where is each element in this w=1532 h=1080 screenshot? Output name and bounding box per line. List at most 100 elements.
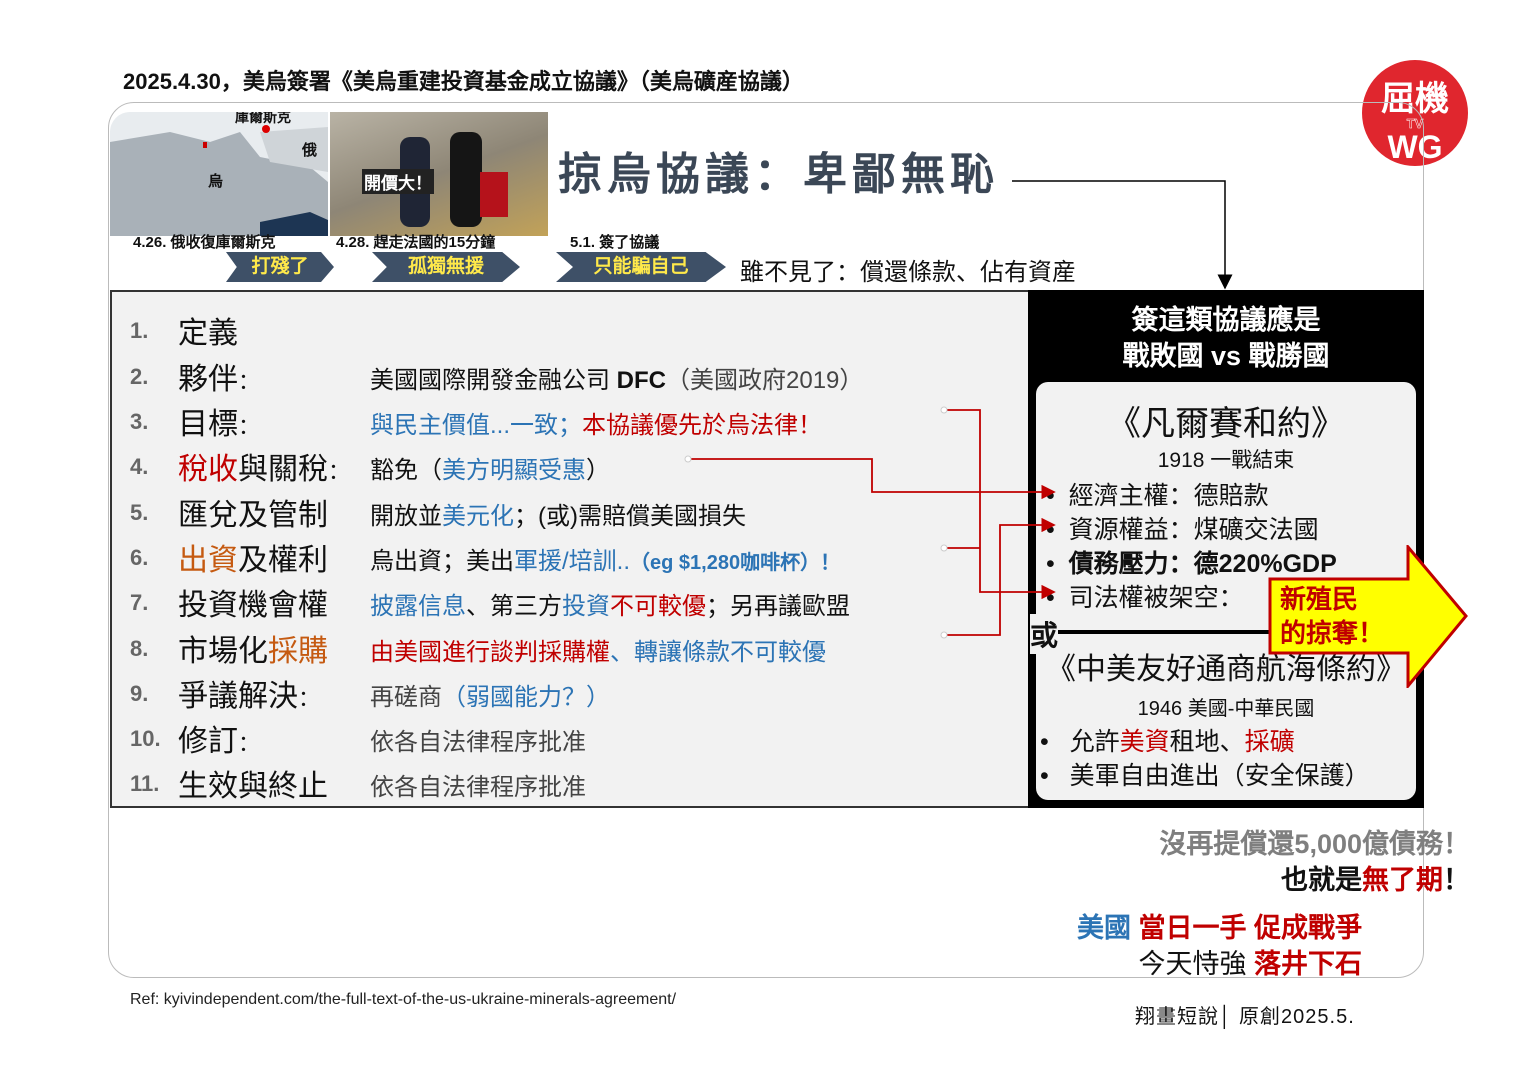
treaty-point: • 資源權益：煤礦交法國: [1046, 516, 1319, 544]
caption-date: 4.28.: [336, 234, 370, 251]
clause-number: 8.: [130, 636, 149, 661]
clause-label: 匯兌及管制: [178, 499, 328, 532]
clause-label: 稅收: [178, 453, 238, 486]
treaty-sino-us-title: 《中美友好通商航海條約》: [1046, 653, 1406, 686]
point-text: 司法權被架空：: [1068, 584, 1244, 612]
clause-label: 爭議解決: [178, 680, 298, 713]
arrow-text: 新殖民的掠奪！: [1280, 582, 1384, 650]
clause-row: 2. 夥伴： 美國國際開發金融公司 DFC（美國政府2019）: [112, 352, 1028, 396]
treaty-point: • 司法權被架空：: [1046, 584, 1244, 612]
clause-value: 依各自法律程序批准: [370, 774, 586, 801]
missing-clauses-note: 雖不見了：償還條款、佔有資産: [740, 259, 1076, 286]
photo-caption: 開價大！: [362, 169, 434, 194]
note-text: 美國: [1076, 913, 1131, 943]
note-text: 當日一手 促成戰爭: [1138, 913, 1362, 943]
treaty-sino-us-sub: 1946 美國-中華民國: [1137, 698, 1315, 720]
map-label-ukraine: 烏: [208, 173, 224, 190]
clause-value: 烏出資；美出: [370, 548, 514, 575]
note-text: 也就是: [1281, 865, 1362, 895]
clause-sep: ：: [238, 414, 261, 439]
conclusion-line1: 美國 當日一手 促成戰爭: [1077, 906, 1362, 945]
clause-value: 本協議優先於烏法律！: [582, 412, 823, 439]
point-text: 租地、: [1169, 728, 1245, 756]
agreement-clauses: 1.定義 2.夥伴：美國國際開發金融公司 DFC（美國政府2019） 3.目標：…: [110, 290, 1030, 808]
clause-value: 美國國際開發金融公司: [370, 367, 617, 394]
clause-label: 市場化: [178, 635, 268, 668]
debt-note: 沒再提償還5,000億債務！: [1159, 829, 1470, 859]
footer-credit: 翔畫短說│ 原創2025.5.: [1135, 1006, 1355, 1028]
svg-text:WG: WG: [1387, 129, 1442, 165]
clause-number: 10.: [130, 726, 161, 751]
point-text: 允許: [1069, 728, 1120, 756]
point-text: 資源權益：煤礦交法國: [1068, 516, 1319, 544]
clause-row: 10. 修訂： 依各自法律程序批准: [112, 714, 1028, 758]
reference-link[interactable]: Ref: kyivindependent.com/the-full-text-o…: [130, 991, 677, 1008]
panel-title: 簽這類協議應是: [1131, 305, 1321, 335]
clause-row: 8.市場化採購由美國進行談判採購權、轉讓條款不可較優: [112, 624, 1028, 668]
treaty-point: • 經濟主權：德賠款: [1046, 482, 1269, 510]
map-label-russia: 俄: [302, 142, 318, 159]
clause-number: 3.: [130, 409, 149, 434]
map-label-kursk: 庫爾斯克: [235, 112, 291, 125]
caption-date: 4.26.: [133, 234, 167, 251]
caption-date: 5.1.: [570, 234, 596, 251]
timeline-caption: 5.1. 簽了協議: [570, 231, 659, 252]
clause-value: 再磋商: [370, 684, 442, 711]
point-text: 採礦: [1244, 728, 1295, 756]
timeline-chevron: 打殘了: [226, 252, 334, 282]
clause-row: 5.匯兌及管制開放並美元化；(或)需賠償美國損失: [112, 488, 1028, 532]
treaty-box: 《凡爾賽和約》 1918 一戰結束 • 經濟主權：德賠款 • 資源權益：煤礦交法…: [1036, 382, 1416, 800]
clause-value: 豁免（: [370, 457, 442, 484]
timeline-chevron: 只能騙自己: [556, 252, 726, 282]
clause-number: 7.: [130, 590, 149, 615]
clause-value: （美國政府2019）: [666, 367, 864, 394]
point-text: 經濟主權：德賠款: [1068, 482, 1269, 510]
clause-label: 目標: [178, 408, 238, 441]
or-label: 或: [1030, 614, 1059, 654]
clause-value: （eg $1,280咖啡杯）！: [630, 552, 841, 574]
clause-value: ；(或)需賠償美國損失: [514, 503, 746, 530]
arrow-text-line: 新殖民: [1280, 584, 1359, 614]
clause-label: 夥伴: [178, 363, 238, 396]
clause-row: 4.稅收與關稅：豁免（美方明顯受惠）: [112, 442, 1028, 486]
clause-number: 6.: [130, 545, 149, 570]
clause-value: 投資: [562, 593, 610, 620]
clause-sep: ：: [328, 459, 351, 484]
clause-label: 及權利: [238, 544, 328, 577]
clause-number: 9.: [130, 681, 149, 706]
clause-number: 5.: [130, 500, 149, 525]
clause-value: 由美國進行談判採購權: [370, 639, 610, 666]
clause-value: ；另再議歐盟: [706, 593, 850, 620]
note-text: 今天恃強: [1138, 949, 1254, 979]
treaty-point: • 美軍自由進出（安全保護）: [1040, 762, 1370, 790]
clause-number: 11.: [130, 771, 160, 796]
clause-value: 開放並: [370, 503, 442, 530]
clause-row: 3. 目標： 與民主價值...一致；本協議優先於烏法律！: [112, 397, 1028, 441]
divider: [1056, 630, 1296, 634]
slide-title: 掠烏協議：卑鄙無恥: [558, 150, 999, 199]
clause-value: 、第三方: [466, 593, 562, 620]
clause-value: ）: [586, 457, 610, 484]
clause-label: 定義: [178, 317, 238, 350]
clause-value: 依各自法律程序批准: [370, 729, 586, 756]
caption-event: 俄收復庫爾斯克: [170, 234, 276, 251]
clause-value: 不可較優: [610, 593, 706, 620]
clause-number: 4.: [130, 454, 149, 479]
clause-row: 6.出資及權利烏出資；美出軍援/培訓..（eg $1,280咖啡杯）！: [112, 533, 1028, 577]
timeline-caption: 4.28. 趕走法國的15分鐘: [336, 231, 495, 252]
yellow-arrow-callout: [1268, 545, 1468, 688]
clause-number: 2.: [130, 364, 149, 389]
clause-value: （弱國能力？）: [442, 684, 610, 711]
conclusion-line2: 今天恃強 落井下石: [1138, 942, 1362, 981]
caption-event: 趕走法國的15分鐘: [373, 234, 496, 251]
clause-value: 軍援/培訓..: [514, 548, 631, 575]
clause-value: DFC: [616, 367, 666, 394]
clause-label: 修訂: [178, 725, 238, 758]
clause-sep: ：: [238, 731, 261, 756]
clause-sep: ：: [238, 369, 261, 394]
clause-value: 與民主價值...一致；: [370, 412, 583, 439]
no-end-note: 也就是無了期！: [1281, 858, 1470, 897]
treaty-versailles-sub: 1918 一戰結束: [1157, 449, 1295, 472]
clause-number: 1.: [130, 318, 149, 343]
meeting-photo: 開價大！: [330, 112, 548, 236]
